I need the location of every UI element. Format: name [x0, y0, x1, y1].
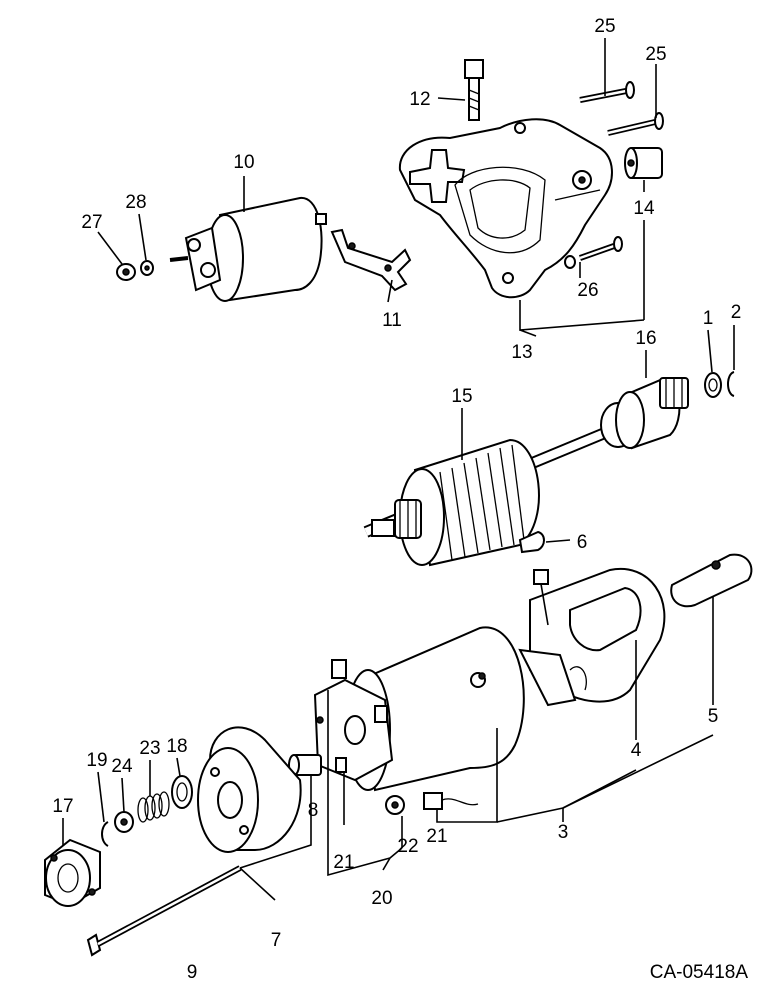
part-21-brush — [423, 792, 479, 810]
label-4: 4 — [631, 740, 642, 761]
label-17: 17 — [52, 796, 73, 817]
label-21-left: 21 — [333, 852, 354, 873]
label-25-lower: 25 — [645, 44, 666, 65]
part-7-end-frame — [197, 726, 302, 853]
label-21-right: 21 — [426, 826, 447, 847]
label-23: 23 — [139, 738, 160, 759]
part-18-washer — [171, 775, 193, 809]
part-4-field-coil — [518, 567, 666, 707]
leader-lines — [62, 38, 735, 901]
label-19: 19 — [86, 750, 107, 771]
label-9: 9 — [187, 962, 198, 983]
part-15-armature — [363, 424, 615, 567]
part-26-screw — [564, 236, 623, 269]
label-8: 8 — [308, 800, 319, 821]
part-13-drive-housing — [398, 118, 613, 299]
part-28-washer — [140, 260, 154, 276]
label-24: 24 — [111, 756, 133, 777]
label-27: 27 — [81, 212, 102, 233]
part-27-nut — [116, 263, 136, 281]
label-3: 3 — [558, 822, 569, 843]
label-13: 13 — [511, 342, 532, 363]
part-1-stop-collar — [704, 372, 722, 398]
part-numbers: 12 25 25 14 13 26 10 27 28 11 15 16 1 2 … — [52, 16, 748, 983]
part-16-pinion-drive — [600, 376, 689, 450]
part-2-snap-ring — [727, 371, 735, 397]
part-20-brush-holder — [313, 659, 394, 782]
label-15: 15 — [451, 386, 472, 407]
label-1: 1 — [703, 308, 714, 329]
label-16: 16 — [635, 328, 656, 349]
part-8-bushing — [288, 754, 322, 776]
label-20: 20 — [371, 888, 392, 909]
part-23-spring — [137, 791, 170, 823]
label-25-upper: 25 — [594, 16, 615, 37]
part-6-pivot — [518, 530, 545, 554]
label-26: 26 — [577, 280, 598, 301]
part-19-clip — [101, 821, 109, 847]
label-12: 12 — [409, 89, 430, 110]
label-11: 11 — [382, 310, 402, 331]
label-18: 18 — [166, 736, 187, 757]
label-2: 2 — [731, 302, 742, 323]
part-17-end-cap — [44, 838, 101, 907]
label-7: 7 — [271, 930, 282, 951]
label-5: 5 — [708, 706, 719, 727]
part-12-bolt — [464, 59, 484, 121]
part-11-shift-lever — [330, 228, 412, 292]
part-25-bolt-lower — [607, 112, 664, 136]
part-25-bolt-upper — [579, 81, 635, 103]
part-9-through-bolt — [86, 865, 242, 957]
label-28: 28 — [125, 192, 146, 213]
label-22: 22 — [397, 836, 418, 857]
label-10: 10 — [233, 152, 254, 173]
part-22-brush-spring — [385, 795, 405, 815]
drawing-code: CA-05418A — [650, 962, 749, 983]
part-14-bushing — [624, 147, 663, 179]
part-5-cover — [670, 553, 753, 608]
label-14: 14 — [633, 198, 655, 219]
part-10-solenoid — [169, 196, 327, 302]
part-24-washer — [114, 811, 134, 833]
label-6: 6 — [577, 532, 588, 553]
